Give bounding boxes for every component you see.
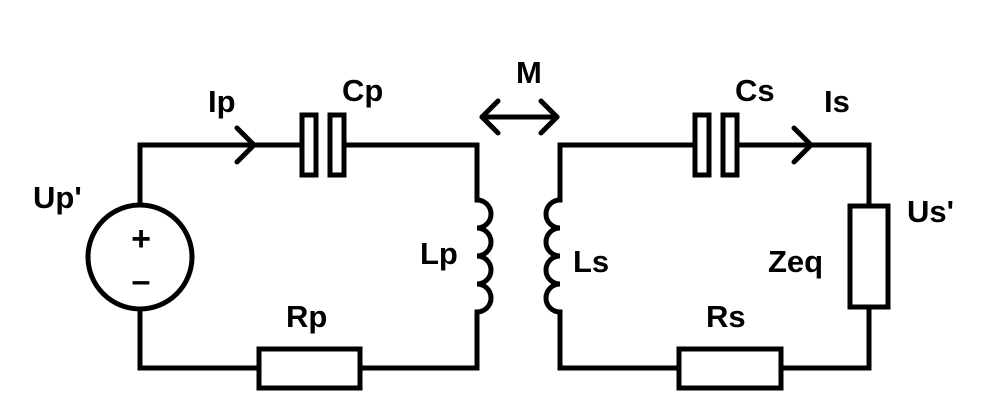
secondary-capacitor-plate-right xyxy=(720,112,740,178)
label-primary-resistor: Rp xyxy=(286,299,327,334)
mutual-coupling-arrowhead-left xyxy=(479,98,501,136)
voltage-source-plus-sign: + xyxy=(131,220,151,258)
voltage-source: + – xyxy=(85,202,195,312)
label-secondary-current: Is xyxy=(824,84,850,119)
secondary-capacitor-plate-left xyxy=(692,112,712,178)
label-secondary-capacitor: Cs xyxy=(735,73,775,108)
primary-left-wire-top xyxy=(137,142,305,208)
voltage-source-minus-sign: – xyxy=(132,262,151,300)
primary-inductor xyxy=(474,197,494,315)
label-source-voltage: Up' xyxy=(33,180,82,215)
secondary-left-wire-top xyxy=(557,142,698,203)
label-primary-inductor: Lp xyxy=(420,236,458,271)
secondary-bottom-wire-left xyxy=(557,309,682,371)
primary-capacitor xyxy=(299,112,347,178)
primary-bottom-wire-left xyxy=(137,307,262,371)
primary-resistor xyxy=(256,346,363,391)
label-mutual-inductance: M xyxy=(516,55,542,90)
secondary-inductor xyxy=(543,197,563,315)
label-primary-capacitor: Cp xyxy=(342,73,383,108)
secondary-circuit xyxy=(543,112,891,391)
label-secondary-resistor: Rs xyxy=(706,299,746,334)
primary-capacitor-plate-left xyxy=(299,112,319,178)
secondary-resistor xyxy=(676,346,784,391)
secondary-top-wire-right xyxy=(734,142,872,209)
secondary-capacitor xyxy=(692,112,740,178)
label-secondary-inductor: Ls xyxy=(573,244,609,279)
load-impedance xyxy=(847,203,891,310)
mutual-coupling-arrowhead-right xyxy=(538,98,560,136)
secondary-current-arrow xyxy=(791,125,814,165)
label-load-impedance: Zeq xyxy=(768,244,823,279)
label-load-voltage: Us' xyxy=(907,194,954,229)
mutual-coupling-arrow xyxy=(479,98,560,136)
primary-right-wire-bottom xyxy=(357,309,480,371)
primary-current-arrow xyxy=(234,125,257,165)
primary-capacitor-plate-right xyxy=(327,112,347,178)
primary-circuit: + – xyxy=(85,112,494,391)
secondary-right-wire-bottom xyxy=(778,304,872,371)
voltage-source-body xyxy=(85,202,195,312)
primary-top-wire-right xyxy=(341,142,480,203)
label-primary-current: Ip xyxy=(208,84,236,119)
